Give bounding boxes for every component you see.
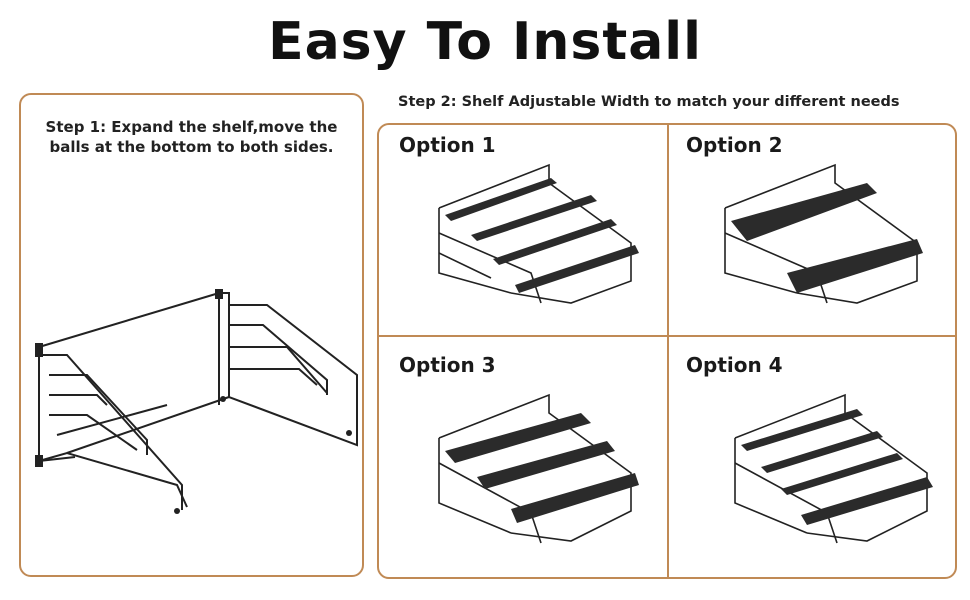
spice-rack-option-3-illustration <box>438 393 639 544</box>
option-2-label: Option 2 <box>686 133 783 157</box>
horizontal-divider <box>379 335 955 337</box>
option-4-label: Option 4 <box>686 353 783 377</box>
option-1-label: Option 1 <box>399 133 496 157</box>
spice-rack-option-2-illustration <box>724 163 923 304</box>
spice-rack-option-4-illustration <box>734 393 933 544</box>
step1-panel: Step 1: Expand the shelf,move the balls … <box>19 93 364 577</box>
step1-instructions: Step 1: Expand the shelf,move the balls … <box>45 118 338 156</box>
page-title: Easy To Install <box>268 12 702 72</box>
option-3-label: Option 3 <box>399 353 496 377</box>
spice-rack-option-1-illustration <box>438 163 639 304</box>
vertical-divider <box>667 125 669 577</box>
expanded-frame-illustration <box>35 289 358 514</box>
options-panel: Option 1 Option 2 Option 3 Option 4 <box>377 123 957 579</box>
step2-heading: Step 2: Shelf Adjustable Width to match … <box>398 94 900 110</box>
